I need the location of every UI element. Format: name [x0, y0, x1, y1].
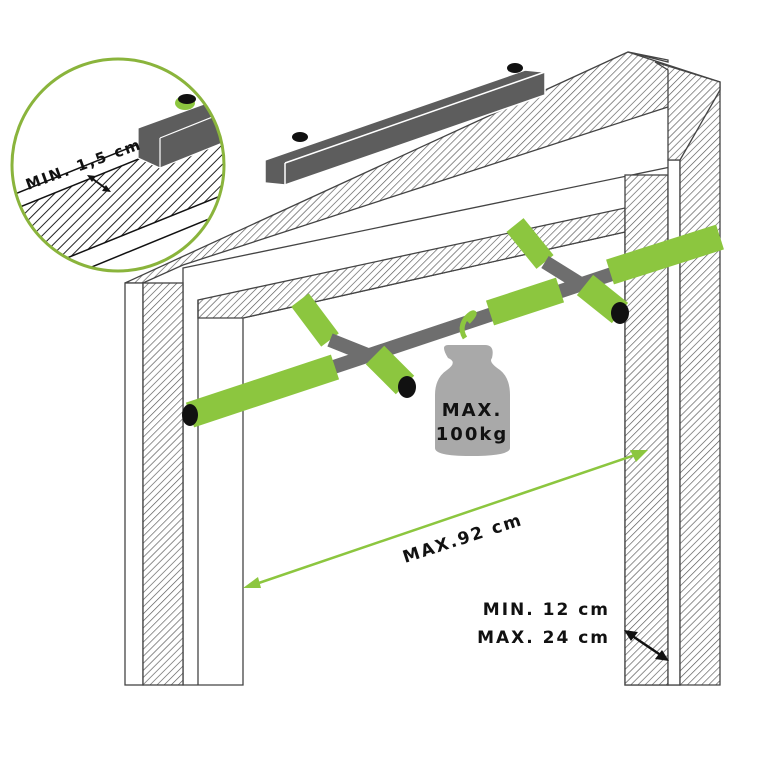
top-anchor-block	[264, 63, 546, 186]
weight-label-line1: MAX.	[442, 400, 503, 421]
frame-right-strip	[627, 51, 669, 63]
max-depth-label: MAX. 24 cm	[477, 628, 610, 648]
frame-left-depth	[142, 282, 184, 686]
weight-label-line2: 100kg	[436, 424, 508, 445]
width-dimension-arrow: MAX.92 cm	[243, 450, 648, 589]
frame-left-outer	[124, 282, 144, 686]
depth-dimension-arrow: MIN. 12 cm MAX. 24 cm	[477, 600, 669, 661]
detail-zoom-circle: MIN. 1,5 cm	[10, 57, 226, 273]
weight-icon: MAX. 100kg	[435, 310, 510, 456]
min-depth-label: MIN. 12 cm	[483, 600, 610, 620]
max-width-label: MAX.92 cm	[400, 510, 525, 568]
pullup-bar	[182, 218, 724, 428]
